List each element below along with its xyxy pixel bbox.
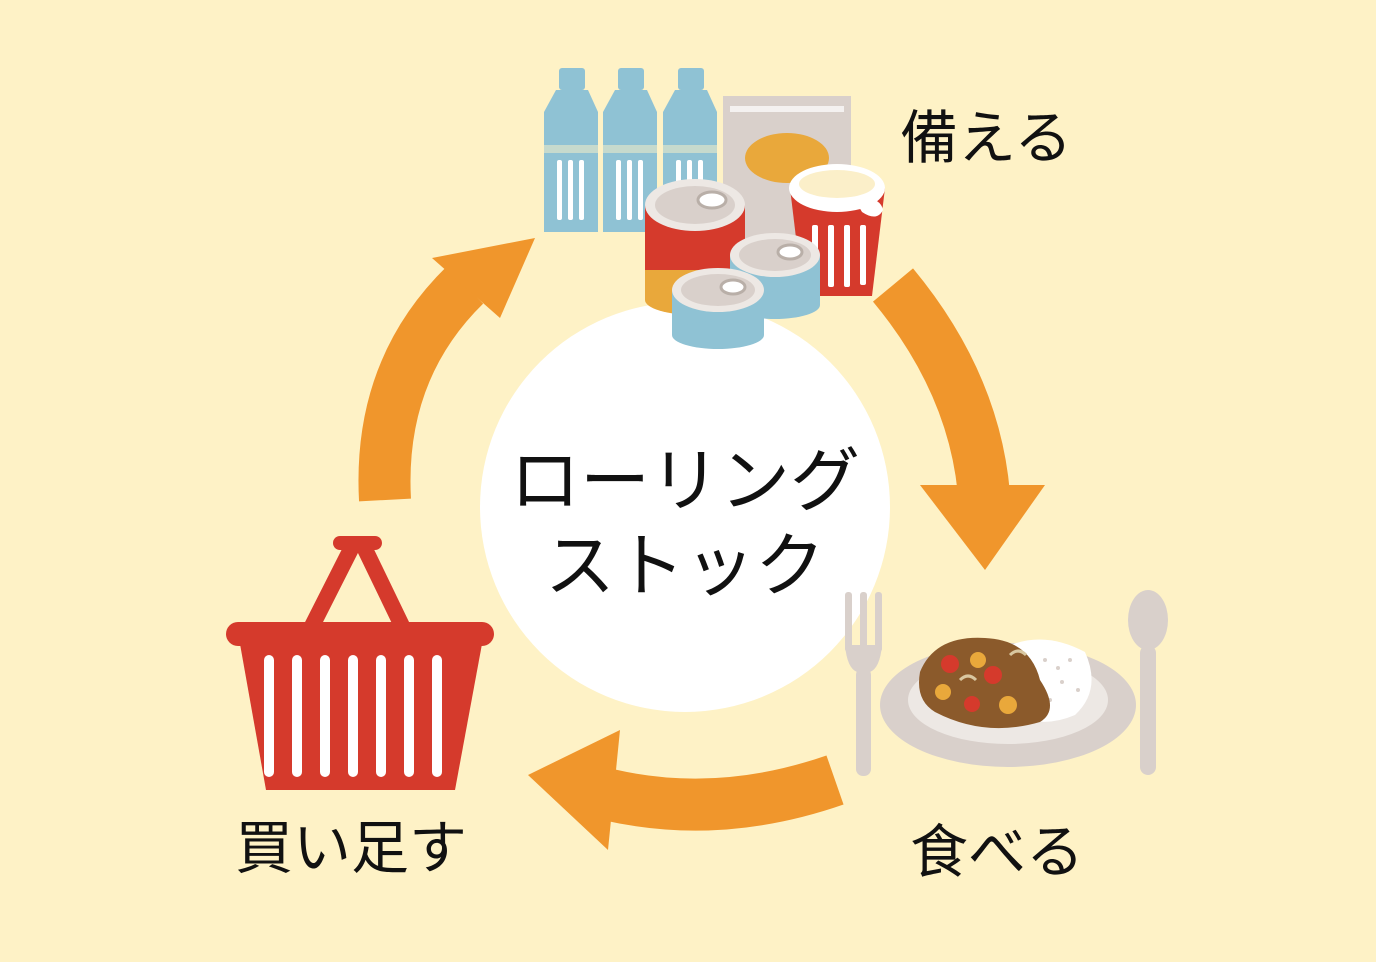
cycle-arrows bbox=[358, 238, 1045, 850]
center-title-line2: ストック bbox=[545, 525, 825, 607]
step-label-stock: 備える bbox=[900, 104, 1072, 172]
arrow-stock-to-eat bbox=[872, 268, 1045, 570]
center-circle bbox=[480, 302, 890, 712]
emergency-food-stock-icon bbox=[544, 68, 885, 349]
step-label-buy: 買い足す bbox=[235, 814, 467, 882]
step-label-eat: 食べる bbox=[910, 818, 1084, 886]
curry bbox=[919, 637, 1050, 729]
water-bottles bbox=[544, 68, 717, 232]
spoon-icon bbox=[1128, 590, 1168, 775]
center-title-line1: ローリング bbox=[510, 440, 860, 522]
canned-food-blue bbox=[672, 233, 820, 349]
fork-icon bbox=[845, 592, 882, 776]
curry-rice-meal-icon bbox=[845, 590, 1168, 776]
arrow-eat-to-buy bbox=[528, 730, 844, 850]
shopping-basket-icon bbox=[226, 536, 494, 790]
arrow-buy-to-stock bbox=[358, 238, 535, 502]
